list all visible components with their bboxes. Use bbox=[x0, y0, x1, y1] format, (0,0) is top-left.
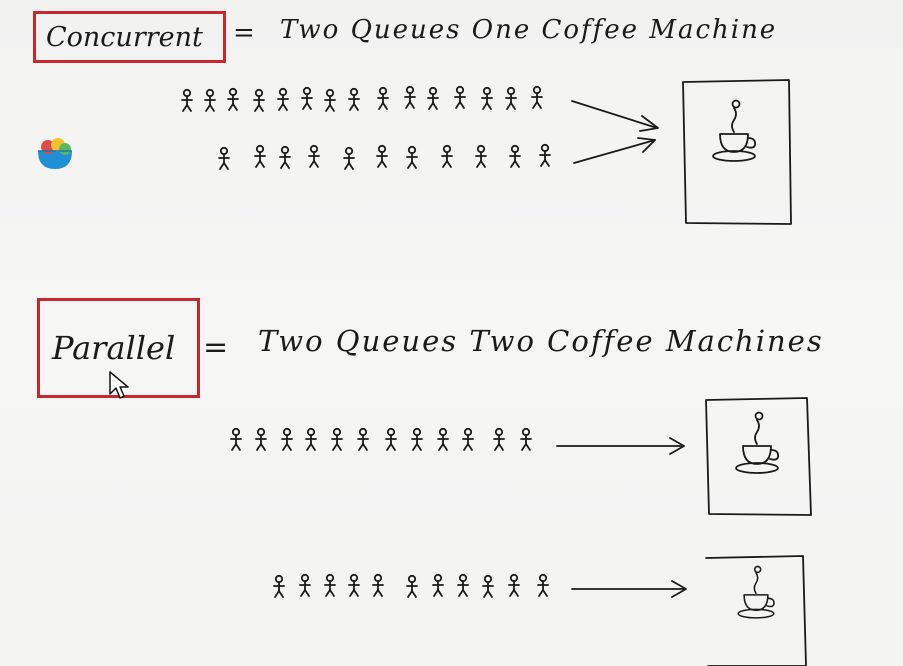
person-icon bbox=[406, 145, 418, 169]
mouse-cursor-icon bbox=[109, 371, 129, 399]
person-icon bbox=[531, 85, 543, 109]
person-icon bbox=[406, 574, 418, 598]
coffee-cup-icon bbox=[735, 411, 780, 474]
app-logo-icon bbox=[38, 138, 72, 169]
person-icon bbox=[482, 574, 494, 598]
person-icon bbox=[437, 427, 449, 451]
parallel-queue-1 bbox=[230, 427, 532, 451]
person-icon bbox=[357, 427, 369, 451]
person-icon bbox=[520, 427, 532, 451]
person-icon bbox=[404, 85, 416, 109]
person-icon bbox=[308, 144, 320, 168]
parallel-equals: = bbox=[203, 330, 231, 365]
parallel-arrow-1 bbox=[556, 437, 685, 455]
concurrent-queue-2 bbox=[218, 143, 551, 170]
concurrent-queue-1 bbox=[181, 85, 543, 112]
person-icon bbox=[331, 427, 343, 451]
person-icon bbox=[343, 146, 355, 170]
person-icon bbox=[301, 86, 313, 110]
person-icon bbox=[204, 88, 216, 112]
person-icon bbox=[273, 574, 285, 598]
concurrent-term-box: Concurrent bbox=[33, 11, 226, 63]
person-icon bbox=[218, 146, 230, 170]
person-icon bbox=[305, 427, 317, 451]
parallel-queue-2 bbox=[273, 573, 549, 598]
person-icon bbox=[475, 144, 487, 168]
person-icon bbox=[376, 144, 388, 168]
person-icon bbox=[508, 573, 520, 597]
person-icon bbox=[227, 87, 239, 111]
machine-frame bbox=[705, 397, 812, 516]
parallel-coffee-machine-1 bbox=[705, 397, 812, 516]
person-icon bbox=[377, 86, 389, 110]
parallel-term: Parallel bbox=[52, 329, 176, 367]
person-icon bbox=[254, 144, 266, 168]
machine-frame bbox=[705, 555, 807, 666]
person-icon bbox=[537, 573, 549, 597]
coffee-cup-icon bbox=[737, 565, 775, 619]
concurrent-description: Two Queues One Coffee Machine bbox=[280, 15, 778, 45]
person-icon bbox=[493, 427, 505, 451]
person-icon bbox=[462, 427, 474, 451]
parallel-arrow-2 bbox=[571, 580, 687, 598]
parallel-description: Two Queues Two Coffee Machines bbox=[258, 324, 824, 358]
parallel-term-box: Parallel bbox=[37, 298, 200, 398]
person-icon bbox=[277, 87, 289, 111]
person-icon bbox=[324, 573, 336, 597]
person-icon bbox=[348, 573, 360, 597]
person-icon bbox=[509, 144, 521, 168]
person-icon bbox=[253, 88, 265, 112]
person-icon bbox=[432, 573, 444, 597]
person-icon bbox=[505, 86, 517, 110]
parallel-coffee-machine-2 bbox=[705, 555, 807, 666]
concurrent-equals: = bbox=[233, 18, 257, 48]
person-icon bbox=[348, 87, 360, 111]
person-icon bbox=[324, 88, 336, 112]
arrow-icon bbox=[573, 139, 656, 164]
person-icon bbox=[481, 86, 493, 110]
person-icon bbox=[372, 573, 384, 597]
coffee-cup-icon bbox=[712, 99, 757, 162]
concurrent-coffee-machine bbox=[682, 79, 792, 225]
person-icon bbox=[255, 427, 267, 451]
arrow-icon bbox=[571, 100, 658, 129]
person-icon bbox=[385, 427, 397, 451]
person-icon bbox=[441, 144, 453, 168]
person-icon bbox=[181, 88, 193, 112]
concurrent-term: Concurrent bbox=[46, 22, 203, 53]
person-icon bbox=[281, 427, 293, 451]
person-icon bbox=[454, 85, 466, 109]
person-icon bbox=[539, 143, 551, 167]
person-icon bbox=[230, 427, 242, 451]
machine-frame bbox=[682, 79, 792, 225]
person-icon bbox=[457, 573, 469, 597]
person-icon bbox=[279, 145, 291, 169]
concurrent-arrows bbox=[571, 100, 659, 164]
person-icon bbox=[299, 573, 311, 597]
person-icon bbox=[427, 86, 439, 110]
person-icon bbox=[411, 427, 423, 451]
